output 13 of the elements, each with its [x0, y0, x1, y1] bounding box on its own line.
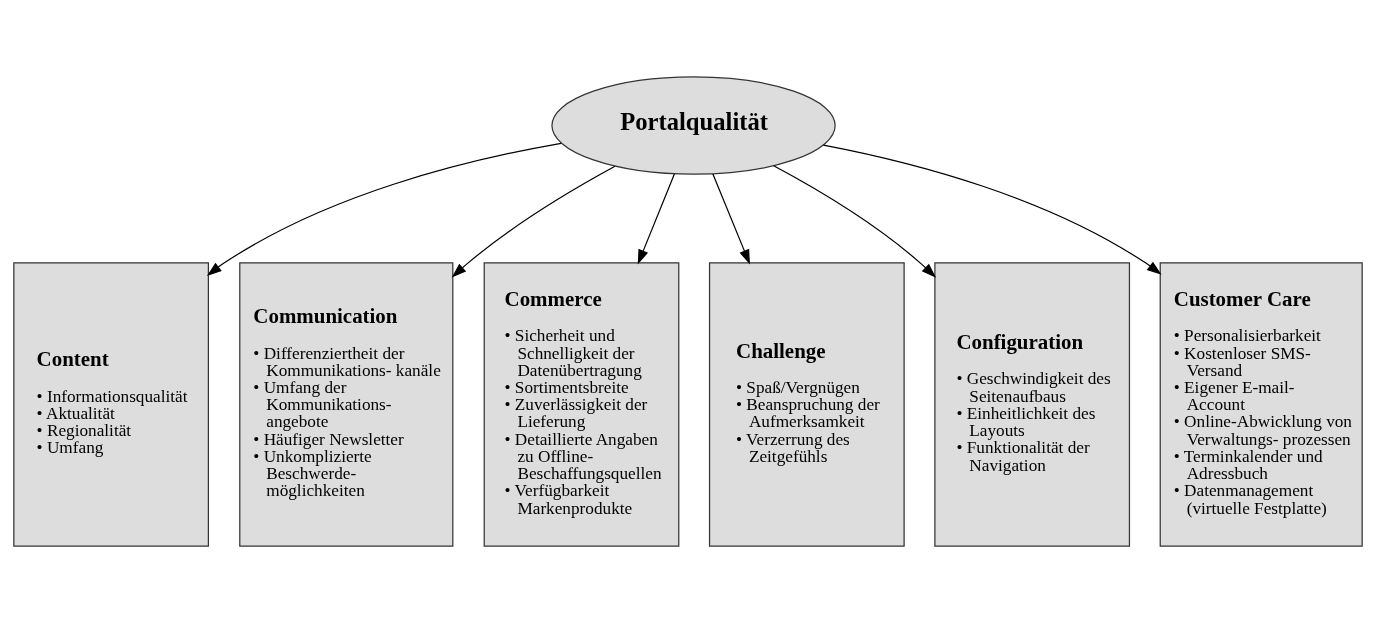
node-box: Commerce • Sicherheit und Schnelligkeit der Datenübertragung • Sortimentsbreite • Zuverlässigkeit der Lieferung • Detaillierte Angaben zu Offline- Beschaffungsquellen • Verfügbarkeit Markenprodukte	[483, 262, 680, 547]
node-box: Communication • Differenziertheit der Kommunikations- kanäle • Umfang der Kommunikations- angebote • Häufiger Newsletter • Unkomplizierte Beschwerde- möglichkeiten	[239, 262, 454, 547]
node-box: Customer Care • Personalisierbarkeit • Kostenloser SMS- Versand • Eigener E-mail- Account • Online-Abwicklung von Verwaltungs- prozessen • Terminkalender und Adressbuch • Datenmanagement (virtuelle Festplatte)	[1159, 262, 1363, 547]
arrow	[822, 144, 1162, 275]
node-ellipse: Portalqualität	[551, 76, 836, 175]
node-box: Configuration • Geschwindigkeit des Seitenaufbaus • Einheitlichkeit des Layouts • Funktionalität der Navigation	[934, 262, 1131, 547]
arrow	[712, 173, 750, 265]
node-box: Content • Informationsqualität • Aktualität • Regionalität • Umfang	[13, 262, 209, 547]
node-box: Challenge • Spaß/Vergnügen • Beanspruchung der Aufmerksamkeit • Verzerrung des Zeitgefühls	[708, 262, 905, 547]
arrow	[773, 165, 937, 278]
arrow	[206, 142, 562, 276]
arrow	[637, 173, 676, 265]
arrow	[451, 165, 616, 278]
